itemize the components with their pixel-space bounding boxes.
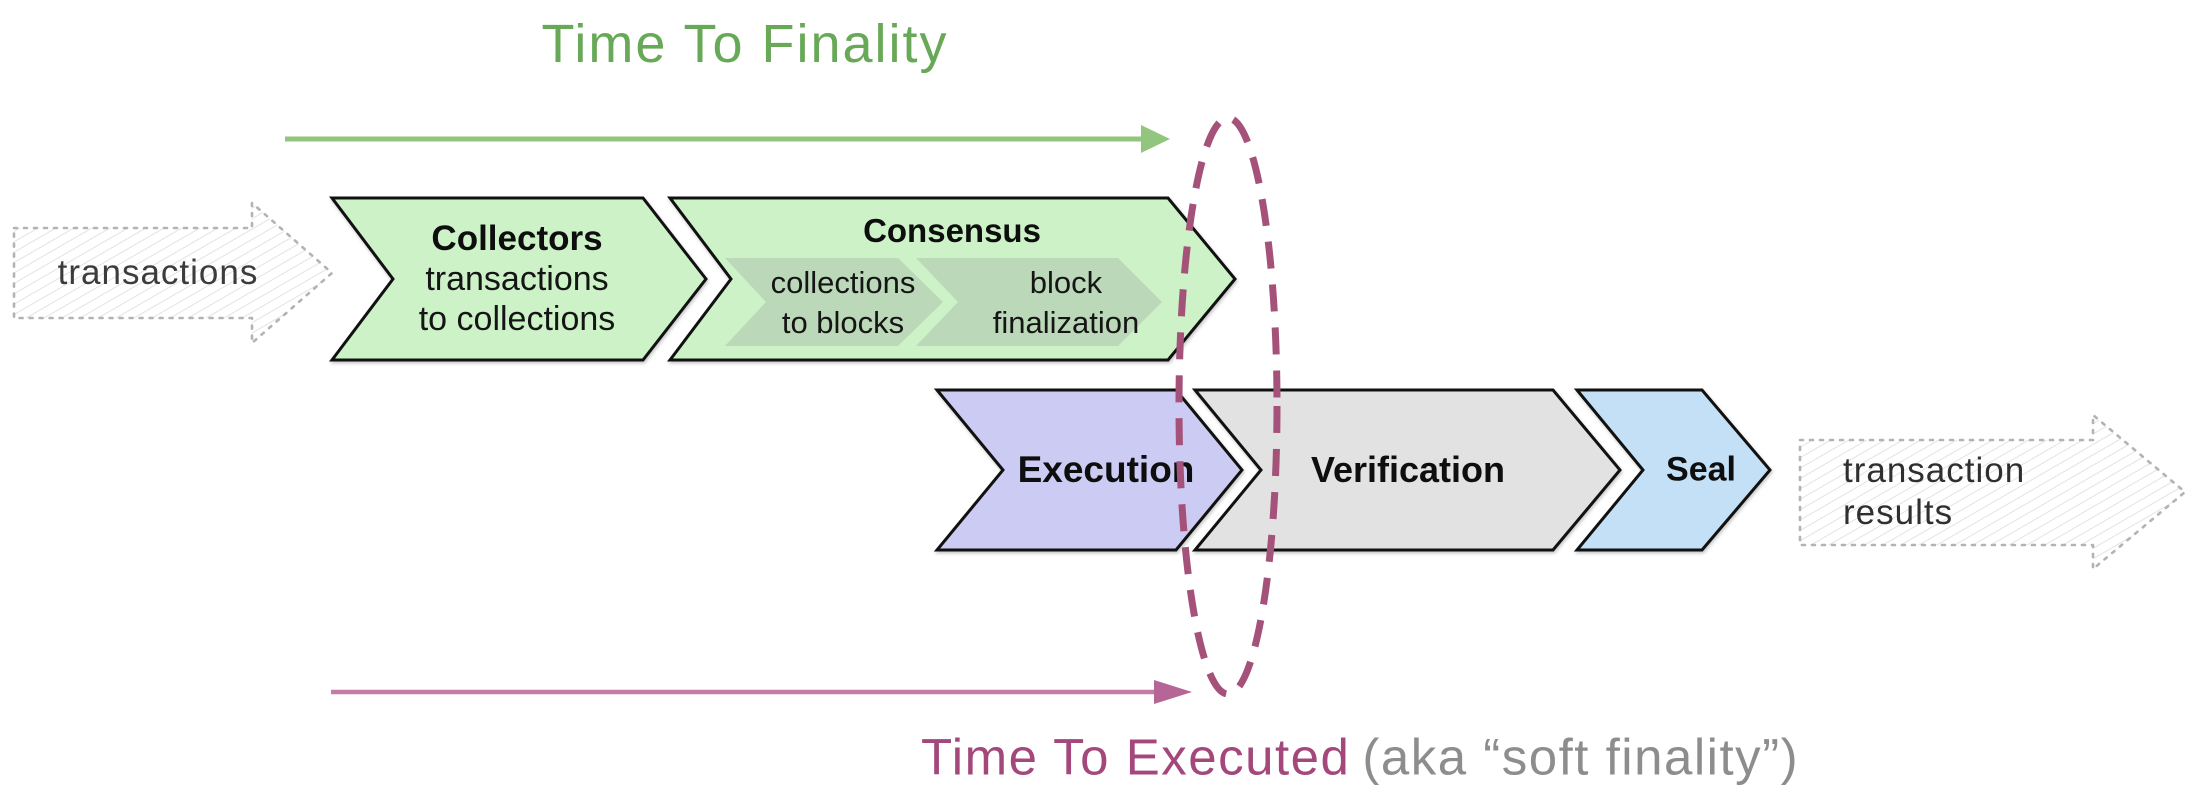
time-to-finality-arrow (285, 125, 1170, 153)
collectors-stage-text: Collectors transactions to collections (419, 219, 616, 339)
results-label-line1: transaction (1843, 451, 2026, 490)
collectors-subtitle-line1: transactions (425, 260, 609, 298)
substage2-line2: finalization (992, 305, 1140, 340)
time-to-executed-caption: Time To Executed(aka “soft finality”) (921, 728, 1799, 787)
block-finalization-text: block finalization (993, 263, 1139, 343)
substage1-line2: to blocks (781, 305, 905, 340)
transaction-results-label: transaction results (1843, 450, 2025, 534)
seal-chevron (1573, 388, 1772, 552)
soft-finality-note: (aka “soft finality”) (1362, 728, 1800, 786)
block-finalization-subchevron (916, 258, 1162, 346)
pink-arrowhead-icon (1154, 680, 1192, 704)
time-to-finality-title: Time To Finality (541, 14, 949, 74)
results-label-line2: results (1843, 493, 1954, 532)
collectors-title: Collectors (431, 219, 603, 258)
time-to-executed-label: Time To Executed (921, 728, 1351, 786)
transactions-input-arrow (12, 201, 334, 345)
consensus-title: Consensus (863, 212, 1041, 249)
substage1-line1: collections (770, 265, 916, 300)
collections-to-blocks-subchevron (725, 258, 943, 346)
collectors-chevron (328, 196, 708, 362)
collectors-subtitle-line2: to collections (418, 300, 616, 338)
substage2-line1: block (1029, 265, 1103, 300)
seal-title: Seal (1666, 450, 1736, 489)
green-arrowhead-icon (1141, 125, 1170, 153)
execution-title: Execution (1017, 449, 1195, 490)
transaction-results-output-arrow (1798, 413, 2187, 571)
transactions-input-label: transactions (57, 253, 259, 292)
verification-title: Verification (1310, 449, 1506, 490)
time-to-executed-arrow (331, 680, 1192, 704)
collections-to-blocks-text: collections to blocks (771, 263, 916, 343)
